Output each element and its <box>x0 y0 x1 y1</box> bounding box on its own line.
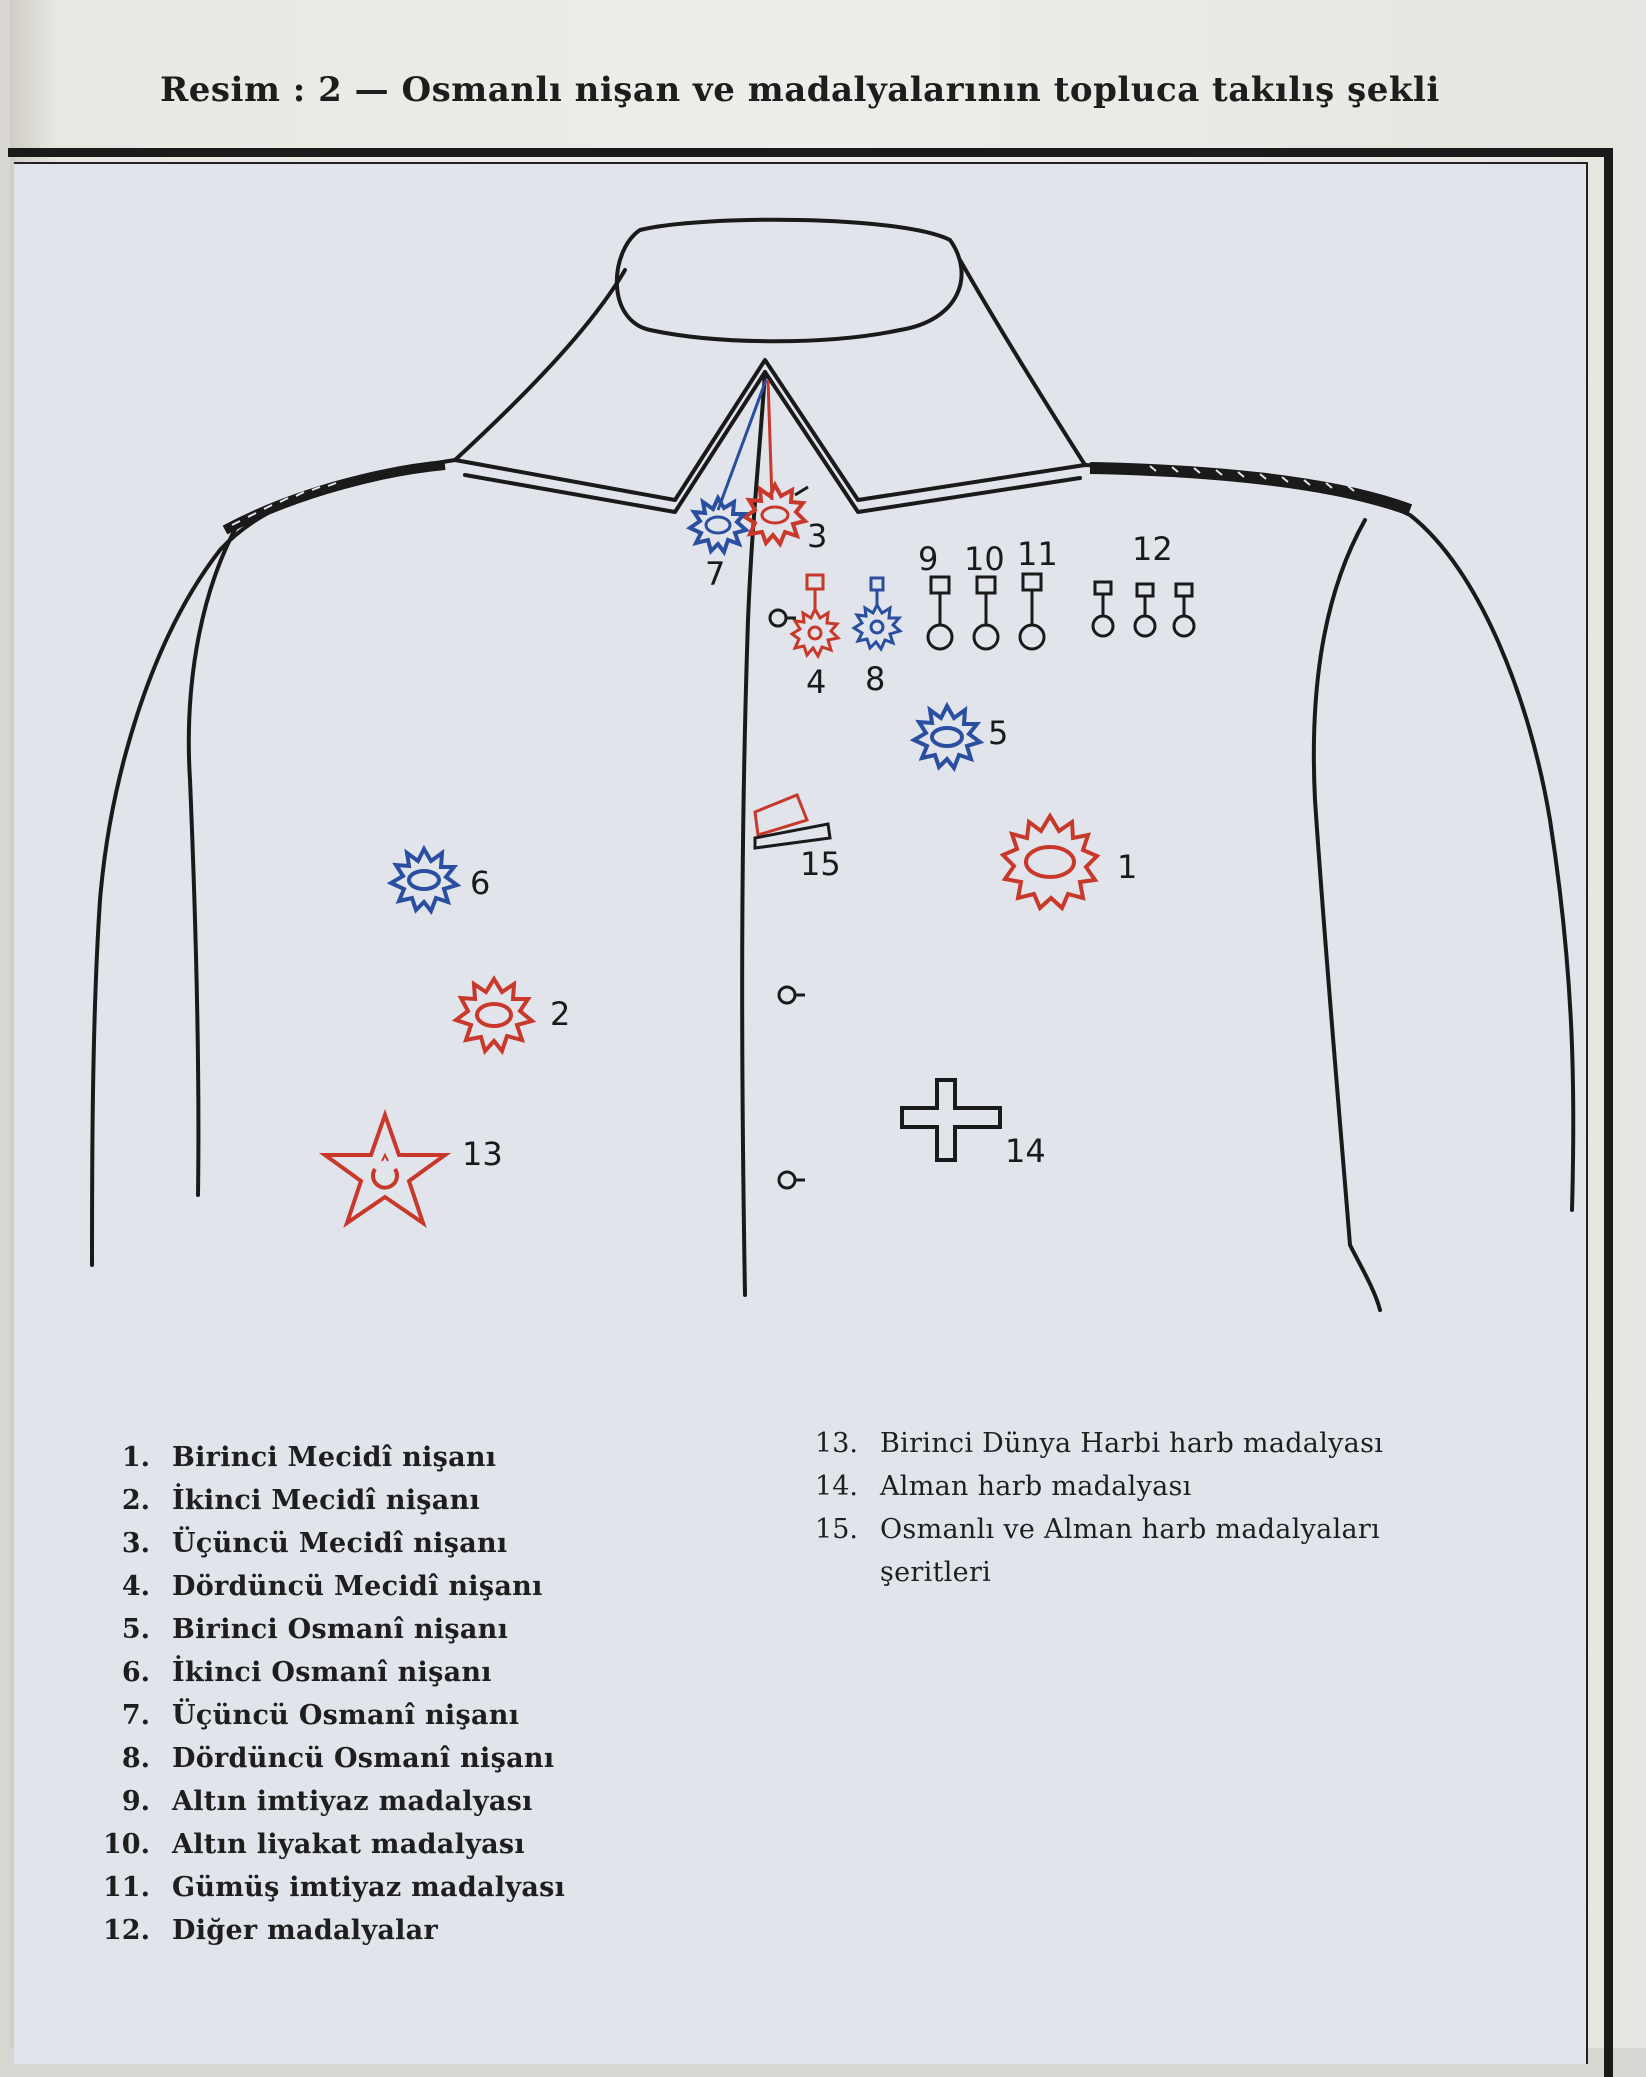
medal-13-star-icon <box>318 1108 452 1229</box>
figure-title: Resim : 2 — Osmanlı nişan ve madalyaları… <box>160 70 1440 110</box>
right-arm-inner <box>1311 518 1382 1312</box>
order-1-icon <box>999 812 1101 912</box>
uniform-diagram: 1 2 3 4 5 6 7 8 9 10 11 12 13 14 15 <box>90 217 1576 1312</box>
order-5-icon <box>909 701 985 773</box>
frame-outer-border <box>8 148 1613 2077</box>
medal-12c-icon <box>1172 582 1196 638</box>
label-15: 15 <box>800 845 841 883</box>
order-2-icon <box>451 975 537 1056</box>
order-4-icon <box>789 573 842 660</box>
order-7-icon <box>685 493 751 557</box>
label-1: 1 <box>1117 848 1137 886</box>
legend-item: 9.Altın imtiyaz madalyası <box>121 1786 533 1817</box>
label-4: 4 <box>806 663 826 701</box>
legend-item: 10.Altın liyakat madalyası <box>103 1829 525 1860</box>
legend-item: 14.Alman harb madalyası <box>815 1471 1192 1502</box>
left-arm-outer <box>90 458 457 1267</box>
right-arm-outer <box>1083 463 1576 1212</box>
collar-band <box>614 217 964 344</box>
legend-item: 1.Birinci Mecidî nişanı <box>121 1442 497 1473</box>
order-6-icon <box>386 844 462 916</box>
medals-row <box>926 572 1196 651</box>
button-bottom <box>777 1170 797 1190</box>
legend-item: 12.Diğer madalyalar <box>103 1915 439 1946</box>
legend-item: 2.İkinci Mecidî nişanı <box>121 1485 481 1516</box>
label-5: 5 <box>988 714 1008 752</box>
figure-panel <box>14 162 1588 2064</box>
front-placket <box>740 370 767 1297</box>
ribbons-15-icon <box>753 793 832 850</box>
collar-outer <box>453 358 1087 502</box>
order-3-icon <box>741 480 809 548</box>
label-2: 2 <box>550 995 570 1033</box>
legend-item: 8.Dördüncü Osmanî nişanı <box>121 1743 555 1774</box>
medal-14-cross-icon <box>900 1078 1002 1162</box>
button-middle <box>777 985 797 1005</box>
legend-right: 13.Birinci Dünya Harbi harb madalyası 14… <box>790 1422 1383 1594</box>
legend-item: 5.Birinci Osmanî nişanı <box>121 1614 509 1645</box>
ribbon-3-line <box>766 379 774 501</box>
button-top <box>768 608 788 628</box>
legend-item: 7.Üçüncü Osmanî nişanı <box>121 1700 520 1731</box>
legend-item-continuation: şeritleri <box>880 1557 992 1588</box>
label-6: 6 <box>470 864 490 902</box>
right-neck-line <box>958 258 1087 467</box>
uniform-outline <box>90 217 1576 1312</box>
legend-item: 4.Dördüncü Mecidî nişanı <box>121 1571 543 1602</box>
label-9: 9 <box>918 540 938 578</box>
medal-12a-icon <box>1091 580 1115 638</box>
shoulder-straps <box>222 460 1413 535</box>
label-13: 13 <box>462 1135 503 1173</box>
label-11: 11 <box>1017 535 1058 573</box>
medal-10-icon <box>972 575 1000 651</box>
label-7: 7 <box>705 555 725 593</box>
left-arm-inner <box>186 518 242 1197</box>
medal-9-icon <box>926 575 954 651</box>
ribbon-7-line <box>716 379 768 511</box>
legend-item: 11.Gümüş imtiyaz madalyası <box>103 1872 566 1903</box>
label-8: 8 <box>865 660 885 698</box>
legend-item: 3.Üçüncü Mecidî nişanı <box>121 1528 508 1559</box>
order-8-icon <box>851 576 904 653</box>
legend-item: 6.İkinci Osmanî nişanı <box>121 1657 492 1688</box>
legend-item: 13.Birinci Dünya Harbi harb madalyası <box>815 1428 1384 1459</box>
label-12: 12 <box>1132 530 1173 568</box>
label-10: 10 <box>964 540 1005 578</box>
legend-item: 15.Osmanlı ve Alman harb madalyaları <box>815 1514 1381 1545</box>
medal-12b-icon <box>1133 582 1157 638</box>
legend-left: 1.Birinci Mecidî nişanı 2.İkinci Mecidî … <box>92 1436 565 1952</box>
orders <box>318 480 1196 1229</box>
medal-11-icon <box>1018 572 1046 651</box>
label-3: 3 <box>807 517 827 555</box>
left-neck-line <box>453 268 627 462</box>
label-14: 14 <box>1005 1132 1046 1170</box>
